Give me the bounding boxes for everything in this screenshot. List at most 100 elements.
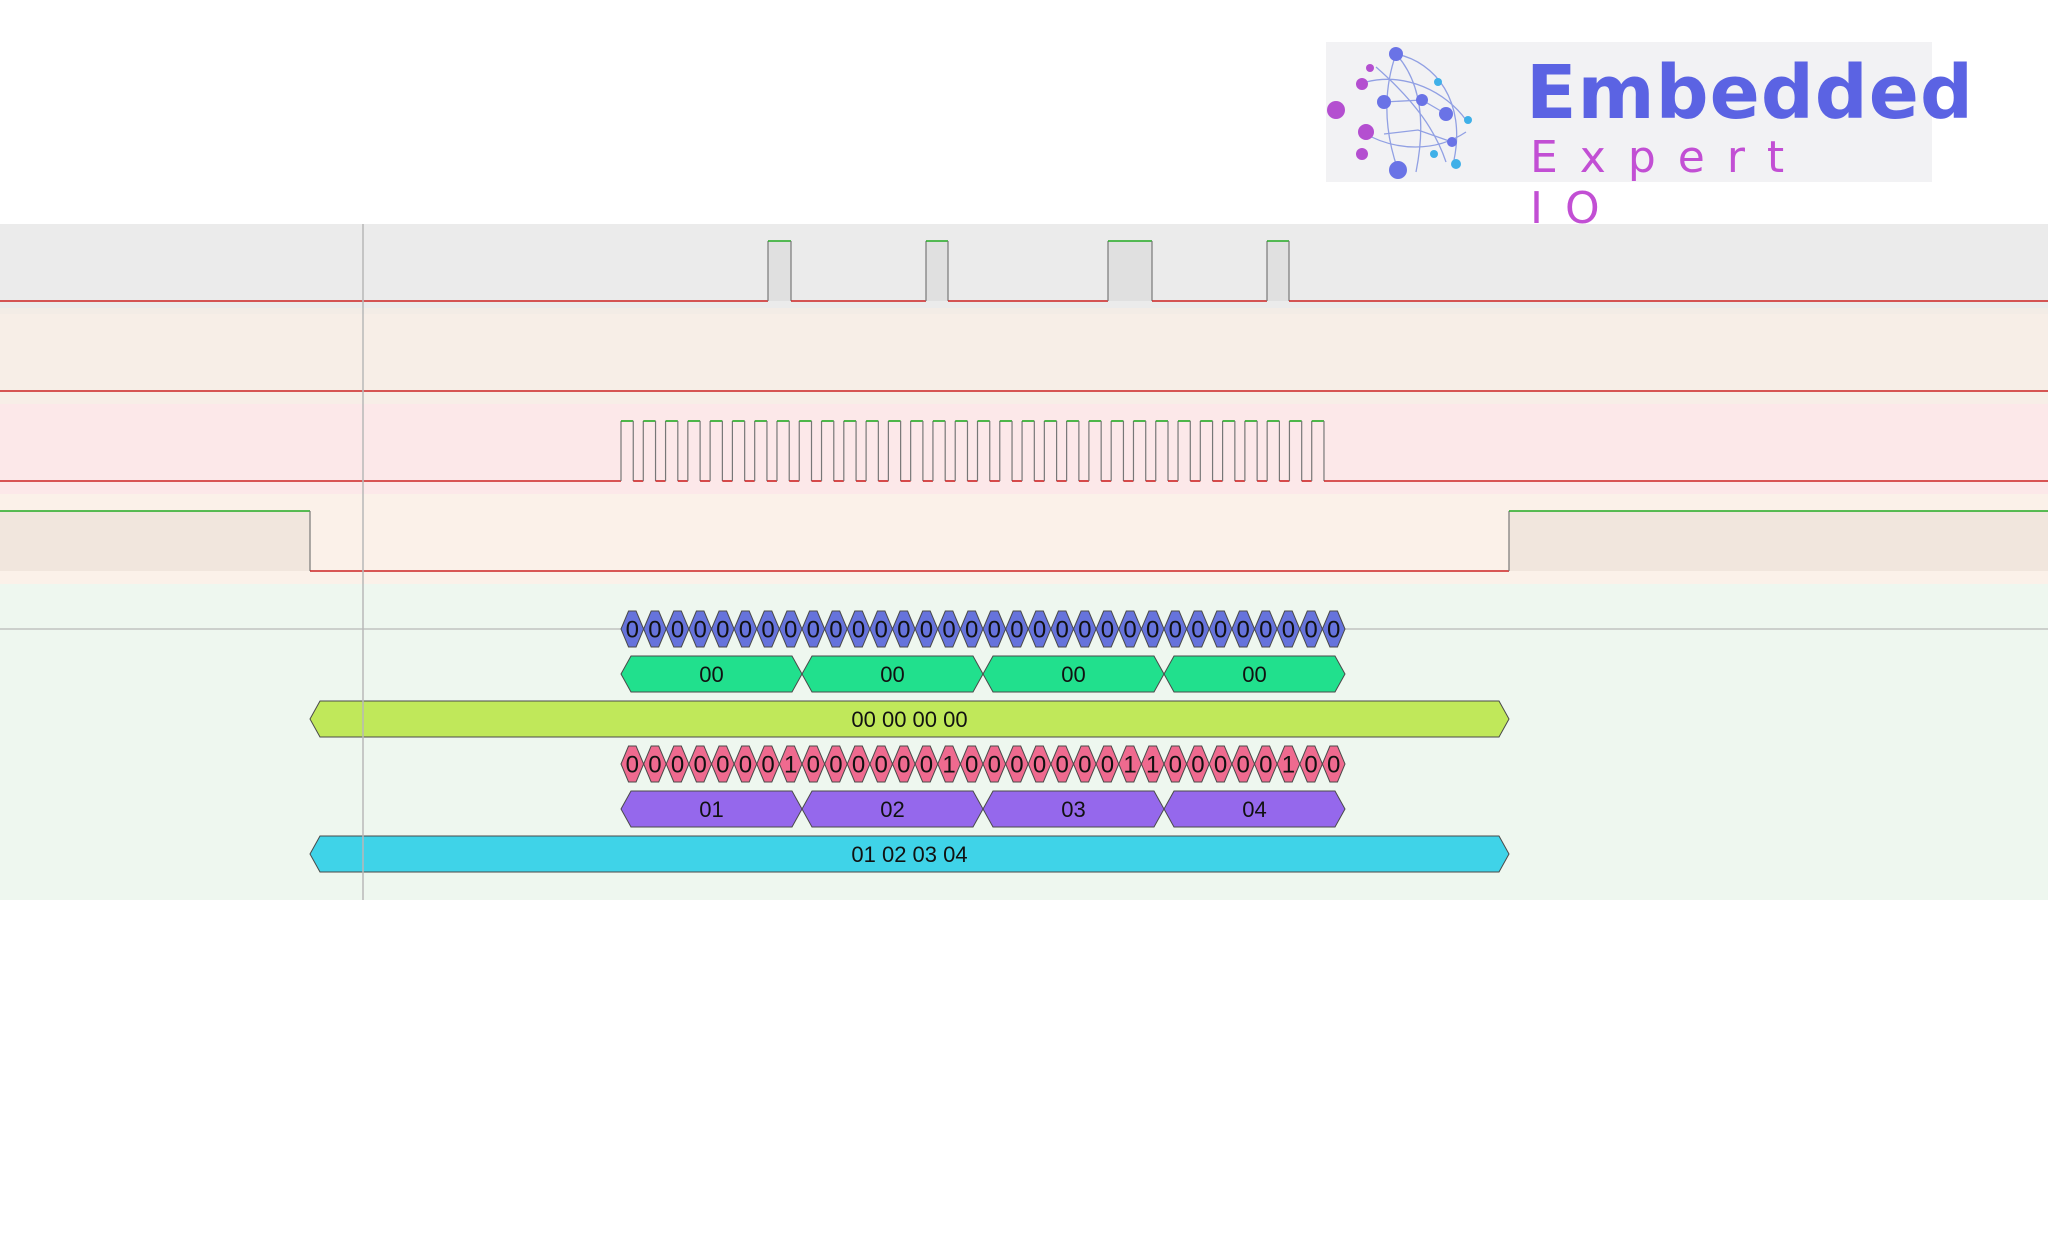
mosi-bit[interactable]: 0 [1321, 610, 1346, 648]
mosi-bit-label: 0 [1327, 617, 1340, 644]
miso-bit-label: 0 [965, 752, 978, 779]
pulse-fill [1108, 241, 1152, 301]
cs-high-fill [0, 511, 310, 571]
miso-bit-label: 0 [807, 752, 820, 779]
miso-bit[interactable]: 0 [891, 745, 916, 783]
miso-bit[interactable]: 1 [1276, 745, 1301, 783]
miso-bit-label: 1 [1123, 752, 1136, 779]
miso-bit-label: 0 [671, 752, 684, 779]
mosi-bit-label: 0 [1282, 617, 1295, 644]
miso-bit[interactable]: 0 [1299, 745, 1323, 783]
miso-bit[interactable]: 0 [959, 745, 984, 783]
miso-bit-label: 0 [1078, 752, 1091, 779]
miso-bit[interactable]: 0 [982, 745, 1007, 783]
mosi-bit-label: 0 [920, 617, 933, 644]
mosi-bit-label: 0 [807, 617, 820, 644]
miso-transaction[interactable]: 01 02 03 04 [309, 835, 1510, 873]
miso-bit[interactable]: 0 [620, 745, 645, 783]
mosi-bit[interactable]: 0 [959, 610, 984, 648]
mosi-bit[interactable]: 0 [1027, 610, 1052, 648]
mosi-bit[interactable]: 0 [1253, 610, 1278, 648]
network-globe-icon [1327, 47, 1472, 179]
miso-byte-label: 01 [699, 797, 723, 822]
miso-byte-label: 03 [1061, 797, 1085, 822]
miso-bit-shape [1321, 745, 1346, 783]
mosi-byte[interactable]: 00 [982, 655, 1165, 693]
mosi-bit[interactable]: 0 [1276, 610, 1301, 648]
mosi-bit[interactable]: 0 [620, 610, 645, 648]
miso-bit[interactable]: 0 [665, 745, 690, 783]
mosi-bit[interactable]: 0 [665, 610, 690, 648]
miso-byte[interactable]: 04 [1163, 790, 1346, 828]
miso-bit-label: 0 [1010, 752, 1023, 779]
mosi-byte-shape [1163, 655, 1346, 693]
miso-bit[interactable]: 0 [1321, 745, 1346, 783]
miso-bit[interactable]: 0 [1050, 745, 1075, 783]
lane-1-signal [0, 240, 2048, 302]
miso-bit[interactable]: 0 [1095, 745, 1120, 783]
miso-bit[interactable]: 0 [710, 745, 735, 783]
miso-bit-label: 0 [1169, 752, 1182, 779]
miso-byte[interactable]: 01 [620, 790, 803, 828]
miso-bit-label: 0 [1056, 752, 1069, 779]
mosi-bit[interactable]: 0 [756, 610, 780, 648]
miso-bit[interactable]: 0 [1072, 745, 1097, 783]
miso-bit[interactable]: 0 [824, 745, 848, 783]
miso-bit[interactable]: 0 [1027, 745, 1052, 783]
mosi-bit-label: 0 [1101, 617, 1114, 644]
mosi-bit[interactable]: 0 [643, 610, 667, 648]
mosi-bit[interactable]: 0 [801, 610, 826, 648]
cs-high-fill [1509, 511, 2048, 571]
mosi-bit-label: 0 [716, 617, 729, 644]
miso-bit[interactable]: 0 [914, 745, 939, 783]
miso-bit[interactable]: 0 [688, 745, 713, 783]
miso-bit-label: 1 [784, 752, 797, 779]
mosi-bit[interactable]: 0 [1072, 610, 1097, 648]
mosi-bit[interactable]: 0 [1095, 610, 1120, 648]
miso-bit-label: 0 [1237, 752, 1250, 779]
mosi-bit[interactable]: 0 [891, 610, 916, 648]
mosi-bit[interactable]: 0 [1231, 610, 1256, 648]
mosi-bit-label: 0 [1191, 617, 1204, 644]
mosi-bit-label: 0 [694, 617, 707, 644]
mosi-bit[interactable]: 0 [869, 610, 894, 648]
mosi-bit[interactable]: 0 [846, 610, 871, 648]
mosi-bit[interactable]: 0 [1186, 610, 1210, 648]
miso-bit[interactable]: 0 [801, 745, 826, 783]
miso-byte-shape [1163, 790, 1346, 828]
mosi-byte[interactable]: 00 [620, 655, 803, 693]
mosi-bit-label: 0 [1123, 617, 1136, 644]
lane-background-2 [0, 314, 2048, 404]
mosi-bit[interactable]: 0 [1208, 610, 1233, 648]
mosi-bit-label: 0 [1237, 617, 1250, 644]
mosi-bit[interactable]: 0 [733, 610, 758, 648]
mosi-byte[interactable]: 00 [1163, 655, 1346, 693]
mosi-bit[interactable]: 0 [1050, 610, 1075, 648]
miso-bit-label: 1 [942, 752, 955, 779]
miso-byte[interactable]: 02 [801, 790, 984, 828]
miso-bit[interactable]: 0 [1253, 745, 1278, 783]
mosi-transaction[interactable]: 00 00 00 00 [309, 700, 1510, 738]
mosi-byte[interactable]: 00 [801, 655, 984, 693]
mosi-bit[interactable]: 0 [1163, 610, 1188, 648]
miso-bit[interactable]: 1 [1140, 745, 1165, 783]
miso-bit[interactable]: 0 [1231, 745, 1256, 783]
miso-bit-label: 0 [1259, 752, 1272, 779]
mosi-bit[interactable]: 0 [710, 610, 735, 648]
mosi-bit[interactable]: 0 [1005, 610, 1029, 648]
mosi-bit-label: 0 [965, 617, 978, 644]
miso-bit[interactable]: 0 [846, 745, 871, 783]
miso-byte[interactable]: 03 [982, 790, 1165, 828]
miso-bit-label: 0 [739, 752, 752, 779]
lane-background-1 [0, 224, 2048, 314]
miso-bit-label: 0 [626, 752, 639, 779]
mosi-bit-label: 0 [626, 617, 639, 644]
mosi-bit-label: 0 [784, 617, 797, 644]
miso-bit[interactable]: 0 [733, 745, 758, 783]
mosi-bit-label: 0 [1010, 617, 1023, 644]
miso-bit[interactable]: 0 [756, 745, 780, 783]
mosi-bit[interactable]: 0 [1299, 610, 1323, 648]
miso-bit-label: 0 [1101, 752, 1114, 779]
mosi-bit[interactable]: 0 [937, 610, 961, 648]
